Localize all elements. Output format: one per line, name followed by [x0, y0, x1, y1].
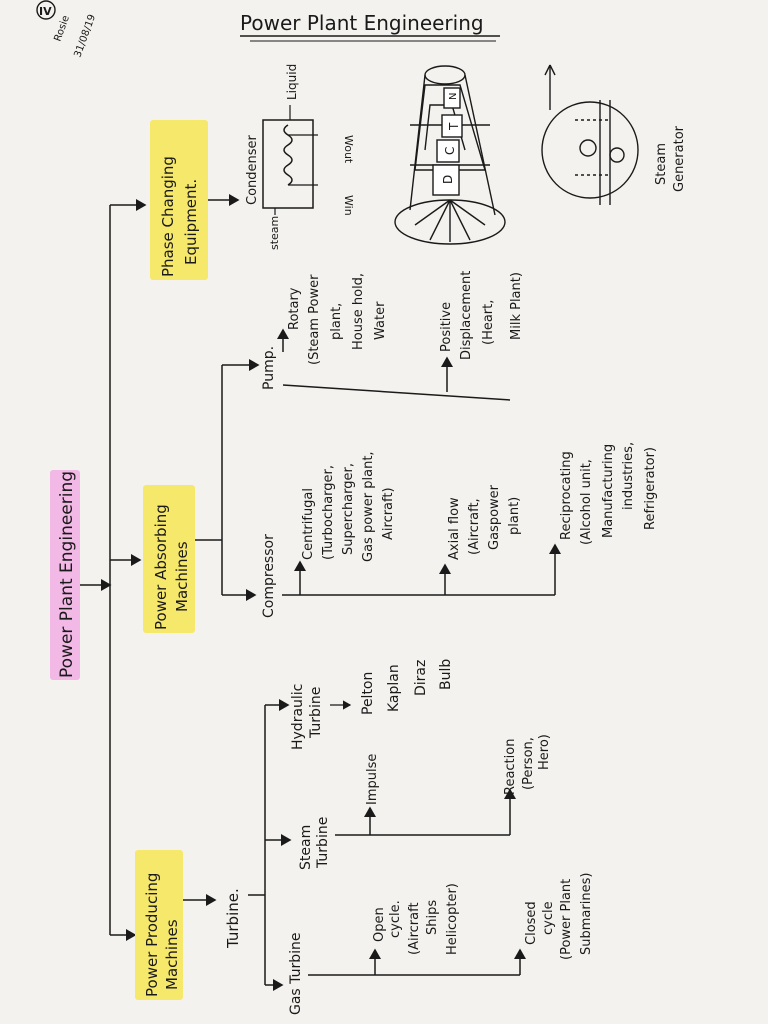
- svg-text:Machines: Machines: [163, 919, 181, 990]
- svg-text:T: T: [447, 122, 461, 131]
- svg-text:Open: Open: [372, 907, 387, 942]
- pump-label: Pump.: [261, 346, 277, 390]
- impulse-label: Impulse: [365, 754, 380, 805]
- svg-text:(Aircraft: (Aircraft: [407, 902, 422, 955]
- svg-text:Reaction: Reaction: [503, 739, 518, 795]
- svg-text:Centrifugal: Centrifugal: [301, 488, 316, 560]
- svg-text:(Heart,: (Heart,: [481, 300, 496, 345]
- page-title: Power Plant Engineering: [240, 11, 484, 35]
- svg-text:Helicopter): Helicopter): [445, 883, 460, 955]
- svg-text:Win: Win: [342, 195, 355, 216]
- gas-turbine-label: Gas Turbine: [288, 933, 304, 1016]
- svg-text:industries,: industries,: [621, 442, 636, 510]
- branch-absorbing: Power Absorbing Machines: [143, 485, 195, 633]
- svg-text:(Alcohol unit,: (Alcohol unit,: [579, 459, 594, 545]
- svg-text:plant): plant): [507, 497, 522, 535]
- svg-text:Power Plant Engineering: Power Plant Engineering: [57, 471, 77, 678]
- branch-phase: Phase Changing Equipment.: [150, 120, 208, 280]
- hydraulic-turbine-label: Hydraulic Turbine: [290, 684, 324, 750]
- svg-text:Refrigerator): Refrigerator): [643, 447, 658, 530]
- svg-text:Supercharger,: Supercharger,: [341, 463, 356, 555]
- svg-text:Ships: Ships: [425, 900, 440, 935]
- rotary-pump: Rotary (Steam Power plant, House hold, W…: [287, 273, 388, 365]
- svg-text:Pelton: Pelton: [360, 672, 376, 715]
- compressor-label: Compressor: [261, 534, 277, 618]
- branch-producing: Power Producing Machines: [135, 850, 183, 1000]
- gas-open-cycle: Open cycle. (Aircraft Ships Helicopter): [372, 883, 460, 955]
- steam-generator-label: Steam Generator: [654, 125, 687, 192]
- gas-closed-cycle: Closed cycle (Power Plant Submarines): [524, 873, 594, 960]
- svg-text:Wout: Wout: [342, 135, 355, 164]
- svg-text:Machines: Machines: [173, 541, 191, 612]
- reciprocating-compressor: Reciprocating (Alcohol unit, Manufacturi…: [559, 442, 658, 545]
- svg-text:Bulb: Bulb: [438, 659, 454, 690]
- svg-text:D: D: [441, 175, 455, 184]
- svg-text:Phase Changing: Phase Changing: [159, 156, 177, 277]
- root-node: Power Plant Engineering: [50, 470, 80, 680]
- hydraulic-types: Pelton Kaplan Diraz Bulb: [360, 659, 454, 715]
- svg-text:cycle: cycle: [541, 901, 556, 935]
- svg-text:plant,: plant,: [329, 303, 344, 340]
- svg-text:(Turbocharger,: (Turbocharger,: [321, 465, 336, 560]
- engine-letters: D C T N: [441, 93, 461, 184]
- svg-text:C: C: [443, 147, 457, 155]
- svg-text:Hero): Hero): [537, 734, 552, 770]
- svg-text:IV: IV: [39, 5, 52, 18]
- svg-text:Steam: Steam: [654, 143, 669, 185]
- svg-text:Turbine: Turbine: [308, 687, 324, 739]
- svg-text:Diraz: Diraz: [413, 660, 429, 696]
- svg-text:Turbine: Turbine: [315, 817, 331, 869]
- svg-text:Kaplan: Kaplan: [386, 664, 402, 712]
- svg-text:Closed: Closed: [524, 901, 539, 945]
- svg-text:Reciprocating: Reciprocating: [559, 451, 574, 540]
- steam-generator-sketch: [541, 64, 639, 205]
- svg-text:Aircraft): Aircraft): [381, 487, 396, 540]
- axial-compressor: Axial flow (Aircraft, Gaspower plant): [447, 484, 522, 560]
- centrifugal-compressor: Centrifugal (Turbocharger, Supercharger,…: [301, 451, 396, 562]
- svg-text:Power Producing: Power Producing: [143, 873, 161, 997]
- svg-text:Axial flow: Axial flow: [447, 497, 462, 560]
- svg-text:31/08/19: 31/08/19: [72, 13, 98, 59]
- svg-text:Equipment.: Equipment.: [182, 179, 200, 265]
- svg-text:(Power Plant: (Power Plant: [559, 879, 574, 960]
- svg-text:Water: Water: [373, 301, 388, 340]
- positive-displacement-pump: Positive Displacement (Heart, Milk Plant…: [439, 271, 524, 360]
- svg-text:(Aircraft,: (Aircraft,: [467, 498, 482, 555]
- svg-text:Liquid: Liquid: [285, 64, 299, 100]
- svg-text:cycle.: cycle.: [388, 900, 403, 938]
- steam-turbine-label: Steam Turbine: [298, 817, 331, 870]
- svg-text:Steam: Steam: [298, 825, 314, 870]
- engine-sketch: [394, 65, 506, 245]
- turbine-label: Turbine.: [224, 888, 242, 949]
- svg-text:Condenser: Condenser: [245, 134, 260, 205]
- svg-text:Hydraulic: Hydraulic: [290, 684, 306, 750]
- svg-text:Rotary: Rotary: [287, 287, 302, 330]
- svg-text:(Person,: (Person,: [521, 737, 536, 790]
- sign-mark: IV Rosie 31/08/19: [36, 0, 98, 59]
- svg-text:Rosie: Rosie: [52, 14, 71, 43]
- svg-text:Gas power plant,: Gas power plant,: [361, 451, 376, 562]
- svg-text:steam: steam: [268, 216, 281, 250]
- svg-text:House hold,: House hold,: [351, 273, 366, 350]
- svg-text:Displacement: Displacement: [459, 271, 474, 360]
- svg-text:N: N: [448, 93, 459, 100]
- svg-text:Generator: Generator: [672, 125, 687, 192]
- condenser-diagram: Condenser steam Liquid Win Wout: [245, 64, 355, 250]
- svg-text:Power Absorbing: Power Absorbing: [152, 504, 170, 630]
- svg-text:Positive: Positive: [439, 302, 454, 352]
- svg-text:(Steam Power: (Steam Power: [307, 274, 322, 365]
- svg-text:Submarines): Submarines): [579, 873, 594, 955]
- reaction-label: Reaction (Person, Hero): [503, 734, 552, 795]
- svg-text:Manufacturing: Manufacturing: [601, 444, 616, 538]
- svg-text:Milk Plant): Milk Plant): [509, 272, 524, 340]
- svg-text:Gaspower: Gaspower: [487, 484, 502, 550]
